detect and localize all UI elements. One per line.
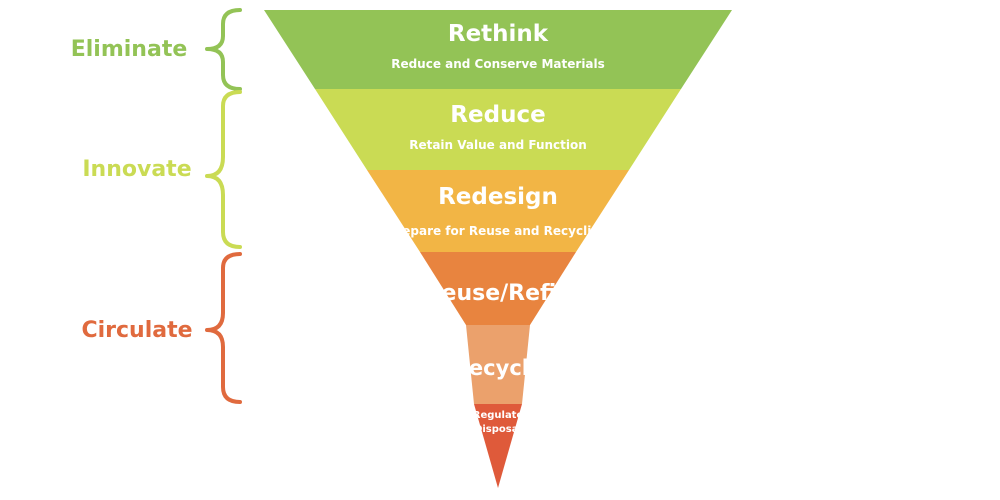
tier-rethink-subtitle: Reduce and Conserve Materials bbox=[391, 57, 605, 71]
tier-recycle-title: Recycle bbox=[453, 356, 543, 380]
tier-redesign-title: Redesign bbox=[438, 184, 558, 210]
group-label-circulate: Circulate bbox=[81, 318, 192, 343]
tier-regulate-band bbox=[474, 403, 522, 488]
group-braces bbox=[205, 8, 242, 404]
group-label-eliminate: Eliminate bbox=[71, 37, 188, 62]
group-labels: Eliminate Innovate Circulate bbox=[71, 37, 193, 343]
tier-labels: Rethink Reduce and Conserve Materials Re… bbox=[388, 21, 609, 435]
tier-reuse-refill-band bbox=[420, 252, 576, 325]
tier-reduce-title: Reduce bbox=[450, 102, 545, 128]
tier-recycle-shape bbox=[466, 325, 530, 404]
tier-redesign-band bbox=[367, 170, 629, 252]
innovate-brace bbox=[205, 90, 242, 249]
pyramid bbox=[264, 10, 732, 488]
tier-reduce-band bbox=[315, 89, 681, 170]
circulate-brace bbox=[205, 252, 242, 404]
tier-reuse-refill-title: Reuse/Refill bbox=[425, 281, 572, 306]
tier-rethink-band bbox=[264, 10, 732, 89]
eliminate-brace bbox=[205, 8, 242, 91]
tier-regulate-subtitle: Disposal bbox=[474, 424, 522, 435]
tier-regulate-title: Regulate bbox=[473, 410, 524, 421]
group-label-innovate: Innovate bbox=[82, 157, 191, 182]
tier-reduce-subtitle: Retain Value and Function bbox=[409, 138, 587, 152]
tier-redesign-subtitle: Prepare for Reuse and Recycling bbox=[388, 224, 609, 238]
tier-rethink-title: Rethink bbox=[448, 21, 549, 47]
